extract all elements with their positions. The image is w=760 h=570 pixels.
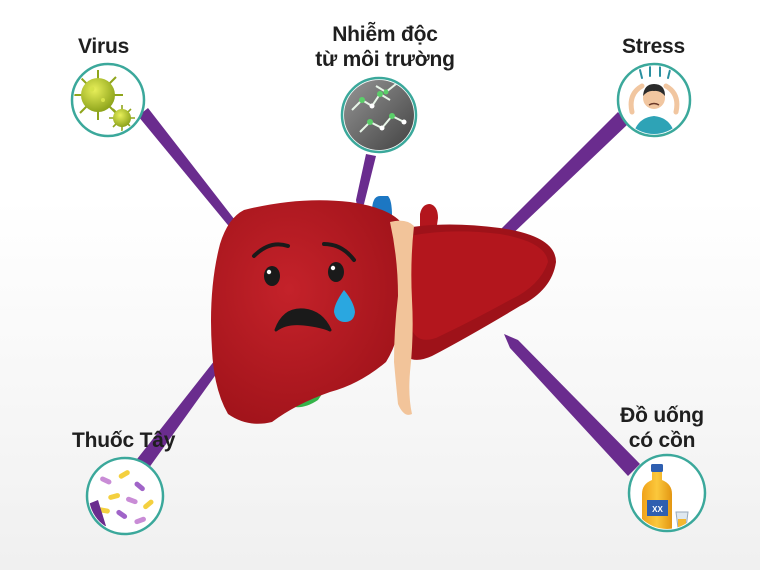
molecule-atom [377, 91, 383, 97]
arrow-toxin [356, 154, 376, 212]
label-virus: Virus [78, 35, 130, 58]
sad-face [252, 242, 356, 332]
bottle-cap [651, 464, 663, 472]
drug-badge [85, 456, 165, 536]
pills-icon [89, 460, 161, 532]
left-eyebrow [252, 242, 290, 258]
arrow-drug [130, 340, 240, 472]
label-toxin-line1: Nhiễm độc [332, 23, 438, 46]
falciform-ligament [390, 220, 414, 415]
left-eye [264, 266, 280, 286]
person-arms [628, 83, 680, 115]
toxic-chemicals-icon [344, 80, 414, 150]
stress-mark [667, 69, 671, 79]
virus-icon [74, 66, 142, 134]
label-alcohol-line2: có cồn [628, 429, 696, 452]
arrow-virus [138, 108, 246, 236]
liquor-bottle-icon: XX [631, 457, 703, 529]
stress-badge [616, 62, 692, 138]
virus-badge [70, 62, 146, 138]
liver-right-lobe-highlight [410, 231, 548, 340]
person-frown [648, 102, 660, 106]
capsule [143, 499, 154, 510]
virus-spot [101, 98, 105, 102]
virus-body-small [113, 109, 131, 127]
arrow-alcohol [504, 334, 640, 476]
alcohol-badge: XX [627, 453, 707, 533]
arrows [130, 108, 640, 476]
capsule [100, 476, 112, 485]
label-toxin-line2: từ môi trường [315, 48, 455, 71]
virus-body-large [81, 78, 115, 112]
stress-marks [639, 66, 671, 79]
virus-spot [89, 86, 95, 92]
right-eyebrow [322, 242, 356, 262]
shot-liquid [678, 519, 686, 527]
left-eye-shine [266, 269, 272, 275]
person-body [632, 116, 676, 134]
person-hair [643, 84, 665, 96]
molecule-atom [379, 125, 385, 131]
stress-mark [639, 69, 643, 79]
capsule [118, 470, 130, 479]
molecule-atom [389, 113, 395, 119]
person-head [643, 87, 665, 109]
molecule-atom [369, 103, 375, 109]
capsule [116, 509, 128, 519]
sad-mouth [274, 308, 332, 332]
capsule [134, 481, 145, 492]
capsule [108, 493, 121, 500]
molecule-atom [367, 119, 373, 125]
bottle-label [647, 500, 668, 516]
right-eye-shine [330, 265, 336, 271]
toxin-badge [340, 76, 418, 154]
bottle-label-text: XX [652, 505, 663, 514]
label-alcoholic-drinks: Đồ uống có cồn [612, 403, 712, 453]
stressed-person-icon [620, 66, 688, 134]
label-western-medicine: Thuốc Tây [72, 429, 176, 452]
molecule-atom [383, 89, 389, 95]
molecule-atom [359, 97, 365, 103]
molecule-atoms-white [369, 103, 407, 131]
sad-liver [211, 196, 556, 424]
label-alcohol-line1: Đồ uống [620, 404, 704, 427]
label-stress: Stress [622, 35, 686, 58]
capsule [126, 496, 138, 505]
arrow-stress [492, 112, 628, 246]
molecule-atoms [359, 89, 395, 125]
right-eye [328, 262, 344, 282]
capsules [97, 470, 154, 525]
label-environmental-toxins: Nhiễm độc từ môi trường [300, 22, 470, 72]
capsule [134, 516, 146, 525]
tear-drop [334, 290, 355, 322]
molecule-atom [401, 119, 407, 125]
